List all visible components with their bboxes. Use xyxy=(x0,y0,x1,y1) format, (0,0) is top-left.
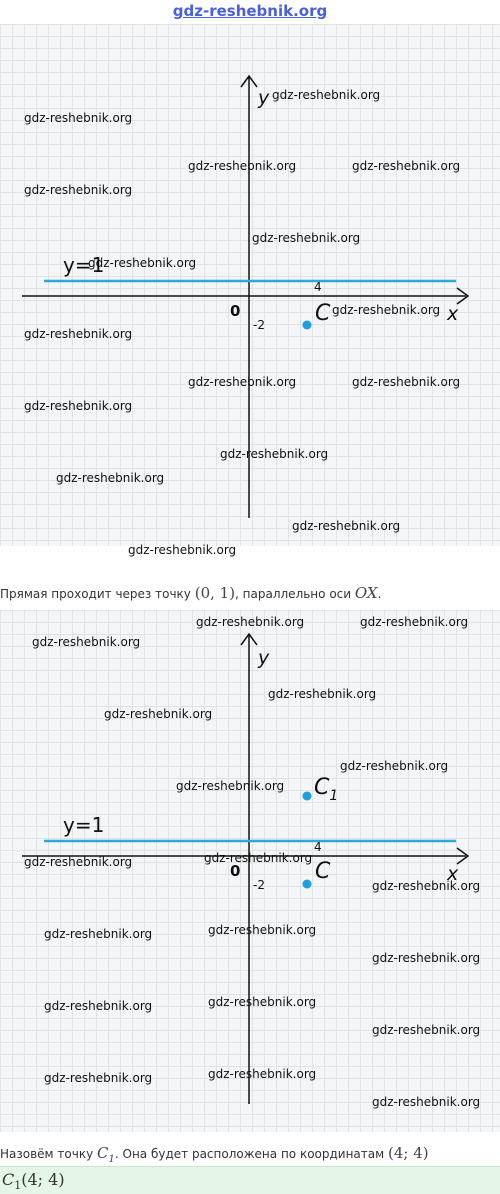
watermark: gdz-reshebnik.org xyxy=(340,759,449,773)
caption-2-name-sub: 1 xyxy=(108,1154,115,1165)
answer-box: C1(4; 4) xyxy=(0,1166,500,1194)
origin-label: 0 xyxy=(230,302,240,320)
line-label: y=1 xyxy=(63,253,104,277)
graph-2: y x 0 4 -2 y=1 C C1 xyxy=(0,610,500,1132)
caption-1-text: Прямая проходит через точку xyxy=(0,587,191,601)
caption-1: Прямая проходит через точку (0, 1), пара… xyxy=(0,584,500,602)
answer-name-sub: 1 xyxy=(14,1179,22,1193)
watermark: gdz-reshebnik.org xyxy=(372,1023,481,1037)
watermark: gdz-reshebnik.org xyxy=(352,159,461,173)
y-tick-label: -2 xyxy=(253,318,265,332)
watermark: gdz-reshebnik.org xyxy=(352,375,461,389)
watermark: gdz-reshebnik.org xyxy=(268,687,377,701)
watermark: gdz-reshebnik.org xyxy=(372,951,481,965)
watermark: gdz-reshebnik.org xyxy=(360,615,469,629)
watermark: gdz-reshebnik.org xyxy=(176,779,285,793)
watermark: gdz-reshebnik.org xyxy=(24,399,133,413)
watermark: gdz-reshebnik.org xyxy=(24,111,133,125)
watermark: gdz-reshebnik.org xyxy=(220,447,329,461)
caption-2-middle: . Она будет расположена по координатам xyxy=(114,1147,385,1161)
point-c xyxy=(302,320,312,330)
point-c xyxy=(302,879,312,889)
graph-2-svg: y x 0 4 -2 y=1 C C1 xyxy=(22,632,470,1104)
caption-2-name: C1 xyxy=(97,1144,115,1165)
y-axis-label: y xyxy=(257,647,270,669)
watermark: gdz-reshebnik.org xyxy=(208,1067,317,1081)
watermark: gdz-reshebnik.org xyxy=(332,303,441,317)
answer-name: C xyxy=(2,1170,15,1189)
watermark: gdz-reshebnik.org xyxy=(44,927,153,941)
watermark: gdz-reshebnik.org xyxy=(44,1071,153,1085)
answer-coords: (4; 4) xyxy=(21,1170,65,1189)
watermark: gdz-reshebnik.org xyxy=(188,375,297,389)
watermark: gdz-reshebnik.org xyxy=(188,159,297,173)
point-c1-subscript: 1 xyxy=(329,788,338,804)
watermark: gdz-reshebnik.org xyxy=(252,231,361,245)
caption-2-text: Назовём точку xyxy=(0,1147,94,1161)
y-axis-label: y xyxy=(257,87,270,109)
site-title[interactable]: gdz-reshebnik.org xyxy=(172,2,328,20)
x-axis-label: x xyxy=(446,303,459,325)
caption-1-axis: OX xyxy=(354,584,378,602)
watermark: gdz-reshebnik.org xyxy=(292,519,401,533)
watermark: gdz-reshebnik.org xyxy=(104,707,213,721)
caption-2-name-letter: C xyxy=(97,1144,109,1162)
watermark: gdz-reshebnik.org xyxy=(372,1095,481,1109)
point-c1 xyxy=(302,791,312,801)
watermark: gdz-reshebnik.org xyxy=(196,615,305,629)
watermark: gdz-reshebnik.org xyxy=(272,88,381,102)
watermark: gdz-reshebnik.org xyxy=(88,256,197,270)
watermark: gdz-reshebnik.org xyxy=(24,855,133,869)
graph-1: y x 0 4 -2 y=1 C xyxy=(0,24,500,546)
x-axis-label: x xyxy=(446,863,459,885)
watermark: gdz-reshebnik.org xyxy=(24,183,133,197)
origin-label: 0 xyxy=(230,862,240,880)
caption-1-middle: , параллельно оси xyxy=(235,587,352,601)
graph-1-svg: y x 0 4 -2 y=1 C xyxy=(22,74,470,518)
watermark: gdz-reshebnik.org xyxy=(128,543,237,557)
point-c1-label: C1 xyxy=(314,775,338,804)
line-label: y=1 xyxy=(63,813,104,837)
watermark: gdz-reshebnik.org xyxy=(24,327,133,341)
x-tick-label: 4 xyxy=(314,280,322,294)
caption-1-end: . xyxy=(377,587,382,601)
point-c1-name: C xyxy=(314,775,330,800)
caption-1-point: (0, 1) xyxy=(194,584,236,602)
point-c-label: C xyxy=(315,859,331,884)
watermark: gdz-reshebnik.org xyxy=(204,851,313,865)
caption-2-coords: (4; 4) xyxy=(388,1144,429,1162)
watermark: gdz-reshebnik.org xyxy=(208,923,317,937)
watermark: gdz-reshebnik.org xyxy=(372,879,481,893)
y-tick-label: -2 xyxy=(253,878,265,892)
caption-2: Назовём точку C1. Она будет расположена … xyxy=(0,1144,500,1165)
y-axis-arrow xyxy=(240,74,258,88)
watermark: gdz-reshebnik.org xyxy=(44,999,153,1013)
x-axis-arrow xyxy=(456,287,470,305)
watermark: gdz-reshebnik.org xyxy=(208,995,317,1009)
y-axis-arrow xyxy=(240,632,258,646)
x-tick-label: 4 xyxy=(314,840,322,854)
x-axis-arrow xyxy=(456,847,470,865)
answer: C1(4; 4) xyxy=(2,1170,65,1192)
watermark: gdz-reshebnik.org xyxy=(32,635,141,649)
point-c-label: C xyxy=(315,301,331,326)
watermark: gdz-reshebnik.org xyxy=(56,471,165,485)
